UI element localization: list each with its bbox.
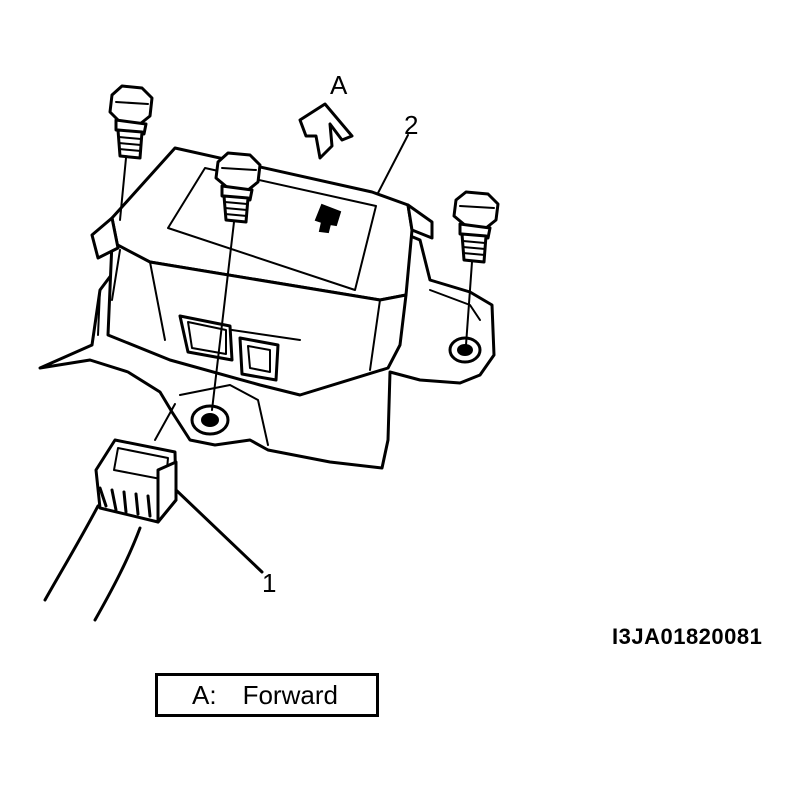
bolt-left-rear [108,84,154,221]
callout-module-label: 2 [404,110,418,140]
forward-arrow-icon [298,102,354,160]
callout-connector-label: 1 [262,568,276,598]
figure-id: I3JA01820081 [612,624,763,649]
module-leader-line [377,134,409,194]
harness-connector [43,403,264,622]
sdm-module [90,146,434,397]
legend-box: A: Forward [155,673,379,717]
legend-key: A: [192,679,217,710]
bolt-center [211,151,262,411]
legend-value: Forward [242,679,338,710]
callout-arrow-label: A [330,70,348,100]
bolt-right [452,190,500,346]
